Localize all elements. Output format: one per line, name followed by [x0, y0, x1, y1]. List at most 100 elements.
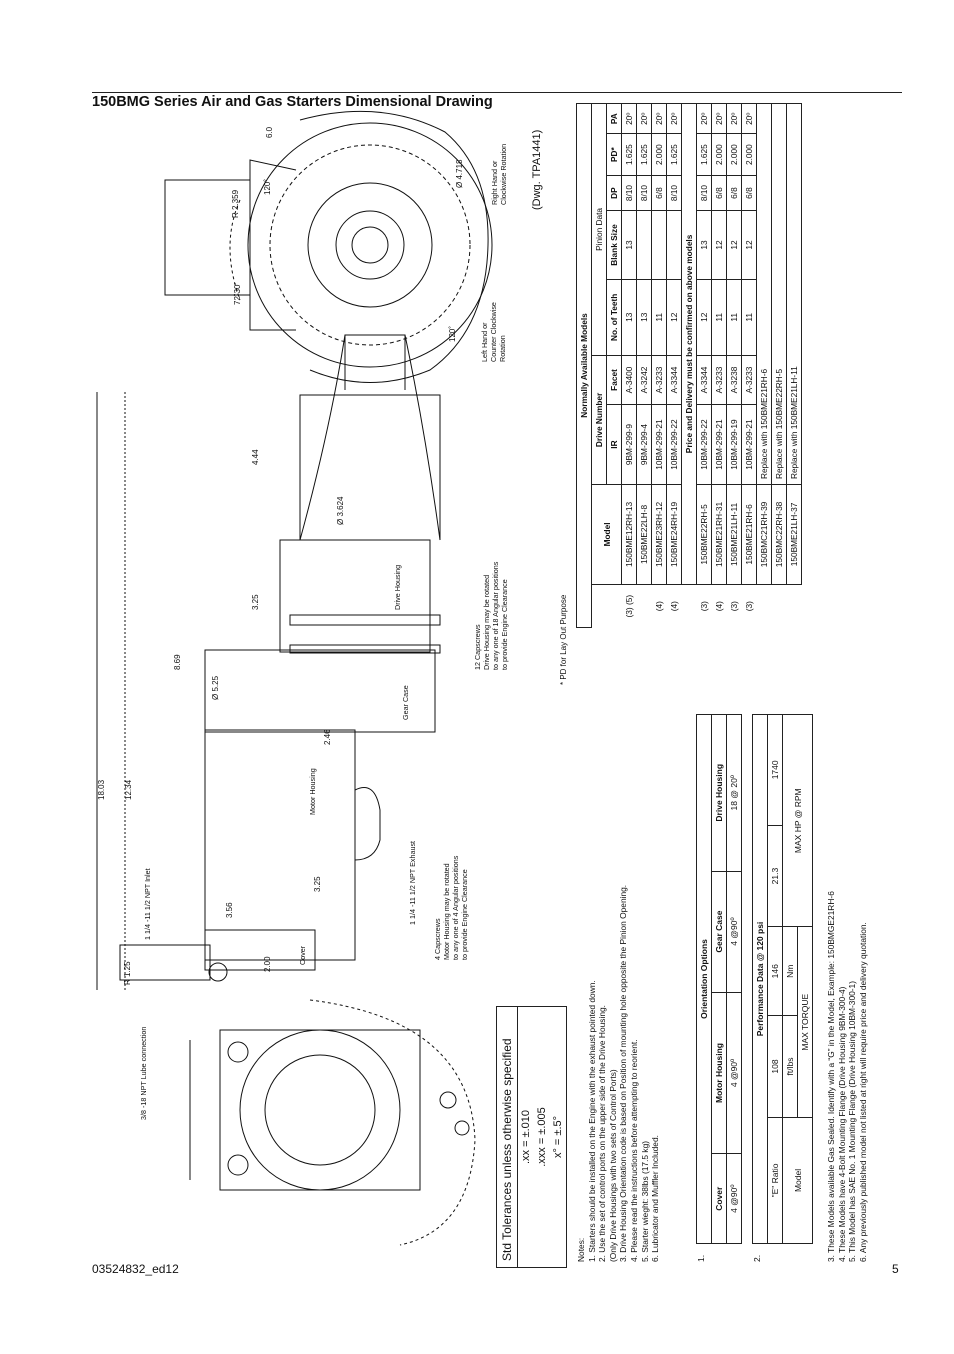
label-drive-housing: Drive Housing [393, 565, 402, 610]
row-teeth: 12 [666, 279, 682, 356]
orientation-title: Orientation Options [696, 714, 712, 1244]
row-facet: A-3344 [696, 355, 712, 405]
row-teeth: 11 [726, 279, 742, 356]
row-pa: 20º [726, 103, 742, 134]
row-pd: 2.000 [651, 133, 667, 176]
perf-1740: 1740 [767, 714, 783, 826]
label-motor-rotate-1: Motor Housing may be rotated [442, 863, 451, 960]
footnote-item: 4. These Models have 4-Bolt Mounting Fla… [836, 986, 847, 1262]
row-model: 150BME22RH-5 [696, 484, 712, 585]
drawing-callouts: 3/8 -18 NPT Lube connection 1 1/4 -11 1/… [139, 130, 568, 1120]
row-pa: 20º [741, 103, 757, 134]
dim-72-30-deg: 72˚30' [233, 283, 242, 305]
row-dp: 8/10 [636, 175, 652, 211]
label-pd-note: * PD for Lay Out Purpose [559, 594, 568, 685]
ft-lbs-label: ft/lbs [782, 1015, 798, 1118]
row-pd: 1.625 [636, 133, 652, 176]
row-ir: 10BM-299-22 [696, 404, 712, 485]
table-row: (3) 150BME22RH-5 10BM-299-22 A-3344 12 1… [696, 103, 712, 628]
note-item: 2. Use the set of control ports on the u… [597, 1005, 608, 1262]
tolerance-box: Std Tolerances unless otherwise specifie… [496, 1006, 567, 1268]
row-blank [636, 210, 652, 280]
label-4-capscrews: 4 Capscrews [433, 918, 442, 960]
models-header-model: Model [591, 484, 622, 585]
row-ir: 10BM-299-21 [711, 404, 727, 485]
models-header-dp: DP [606, 175, 622, 211]
models-header-pa: PA [606, 103, 622, 134]
row-model: 150BMC21RH-39 [756, 484, 772, 585]
orientation-value: 4 @90º [726, 992, 742, 1154]
orientation-wrap: 1. Orientation Options Cover Motor Housi… [696, 714, 742, 1262]
bolt-circle [269, 144, 471, 346]
row-teeth: 11 [741, 279, 757, 356]
label-exhaust: 1 1/4 -11 1/2 NPT Exhaust [408, 841, 417, 925]
table-row: (4) 150BME21RH-31 10BM-299-21 A-3233 11 … [711, 103, 727, 628]
row-blank [666, 210, 682, 280]
dwg-reference: (Dwg. TPA1441) [531, 130, 543, 210]
max-hp-label: MAX HP @ RPM [782, 714, 813, 927]
row-teeth: 12 [696, 279, 712, 356]
row-dp: 6/8 [726, 175, 742, 211]
row-pa: 20º [666, 103, 682, 134]
row-pd: 1.625 [696, 133, 712, 176]
row-pd: 2.000 [711, 133, 727, 176]
row-teeth: 11 [651, 279, 667, 356]
note-item: (Only Drive Housings with two sets of Co… [607, 1069, 618, 1262]
max-torque-label: MAX TORQUE [797, 926, 813, 1118]
performance-title: Performance Data @ 120 psi [752, 714, 768, 1244]
row-model: 150BME21RH-6 [741, 484, 757, 585]
row-note: (3) [699, 601, 709, 612]
tolerance-line: .xx = ±.010 [520, 1109, 532, 1165]
label-rh-1: Right Hand or [490, 160, 499, 205]
row-replace: Replace with 150BME22RH-5 [771, 103, 787, 485]
models-header-facet: Facet [606, 355, 622, 405]
models-header-pd: PD* [606, 133, 622, 176]
table-row: (4) 150BME24RH-19 10BM-299-22 A-3344 12 … [666, 103, 682, 628]
performance-num: 2. [752, 1254, 762, 1262]
row-facet: A-3344 [666, 355, 682, 405]
row-note: (4) [669, 601, 679, 612]
footnotes-block: 3. These Models available Gas Sealed. Id… [826, 891, 868, 1262]
table-row: 150BME21LH-37 Replace with 150BME21LH-11 [786, 103, 802, 628]
table-row: (4) 150BME23RH-12 10BM-299-21 A-3233 11 … [651, 103, 667, 628]
row-facet: A-3233 [711, 355, 727, 405]
models-header-teeth: No. of Teeth [606, 279, 622, 356]
label-lh-3: Rotation [498, 335, 507, 362]
label-motor-housing: Motor Housing [308, 768, 317, 815]
row-note [637, 584, 652, 627]
tolerance-line: x° = ±.5° [552, 1115, 564, 1159]
dim-2-00: 2.00 [263, 956, 272, 972]
row-pa: 20º [621, 103, 637, 134]
row-blank [651, 210, 667, 280]
row-ir: 10BM-299-21 [651, 404, 667, 485]
row-replace: Replace with 150BME21RH-6 [756, 103, 772, 485]
row-dp: 8/10 [696, 175, 712, 211]
row-blank: 12 [741, 210, 757, 280]
cover [204, 929, 316, 971]
row-note: (4) [714, 601, 724, 612]
label-drive-rotate-3: to provide Engine Clearance [500, 579, 509, 670]
table-row: (3) (5) 150BME12RH-13 9BM-299-9 A-3400 1… [621, 103, 637, 628]
dim-r-2-359: R 2.359 [231, 189, 240, 218]
label-gear-case: Gear Case [401, 685, 410, 720]
dim-6-0: 6.0 [265, 126, 274, 138]
row-note: (3) [744, 601, 754, 612]
row-facet: A-3233 [651, 355, 667, 405]
row-pa: 20º [711, 103, 727, 134]
footnote-item: 5. This Model has SAE No. 1 Mounting Fla… [847, 980, 858, 1262]
dim-4-44: 4.44 [251, 449, 260, 465]
row-ir: 9BM-299-9 [621, 404, 637, 485]
row-pd: 1.625 [666, 133, 682, 176]
row-model: 150BME24RH-19 [666, 484, 682, 585]
footnote-item: 6. Any previously published model not li… [857, 922, 868, 1262]
orientation-value: 18 @ 20º [726, 714, 742, 872]
price-delivery-note: Price and Delivery must be confirmed on … [681, 103, 697, 585]
row-facet: A-3400 [621, 355, 637, 405]
row-dp: 6/8 [651, 175, 667, 211]
row-ir: 10BM-299-22 [666, 404, 682, 485]
row-dp: 6/8 [741, 175, 757, 211]
page-number: 5 [892, 1262, 899, 1276]
dim-12-34: 12.34 [124, 779, 133, 800]
cover-end-outline [239, 1029, 401, 1191]
row-blank: 13 [621, 210, 637, 280]
